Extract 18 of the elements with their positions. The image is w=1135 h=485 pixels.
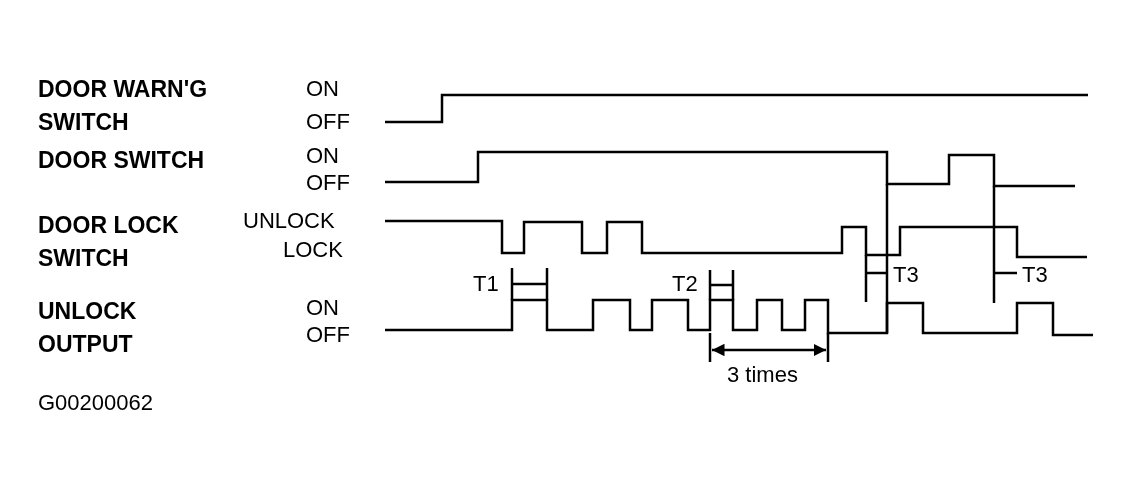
level-label: UNLOCK (243, 208, 335, 234)
level-label: OFF (306, 322, 350, 348)
signal-name: DOOR SWITCH (38, 146, 206, 175)
level-label: ON (306, 295, 339, 321)
time-label: T3 (893, 262, 919, 288)
signal-name: UNLOCK OUTPUT (38, 297, 138, 359)
figure-code: G00200062 (38, 390, 153, 416)
signal-name: DOOR WARN'G SWITCH (38, 75, 209, 137)
count-label: 3 times (727, 362, 798, 388)
level-label: LOCK (283, 237, 343, 263)
signal-name: DOOR LOCK SWITCH (38, 211, 180, 273)
time-label: T3 (1022, 262, 1048, 288)
level-label: OFF (306, 170, 350, 196)
time-label: T2 (672, 271, 698, 297)
level-label: ON (306, 143, 339, 169)
level-label: OFF (306, 109, 350, 135)
time-label: T1 (473, 271, 499, 297)
level-label: ON (306, 76, 339, 102)
